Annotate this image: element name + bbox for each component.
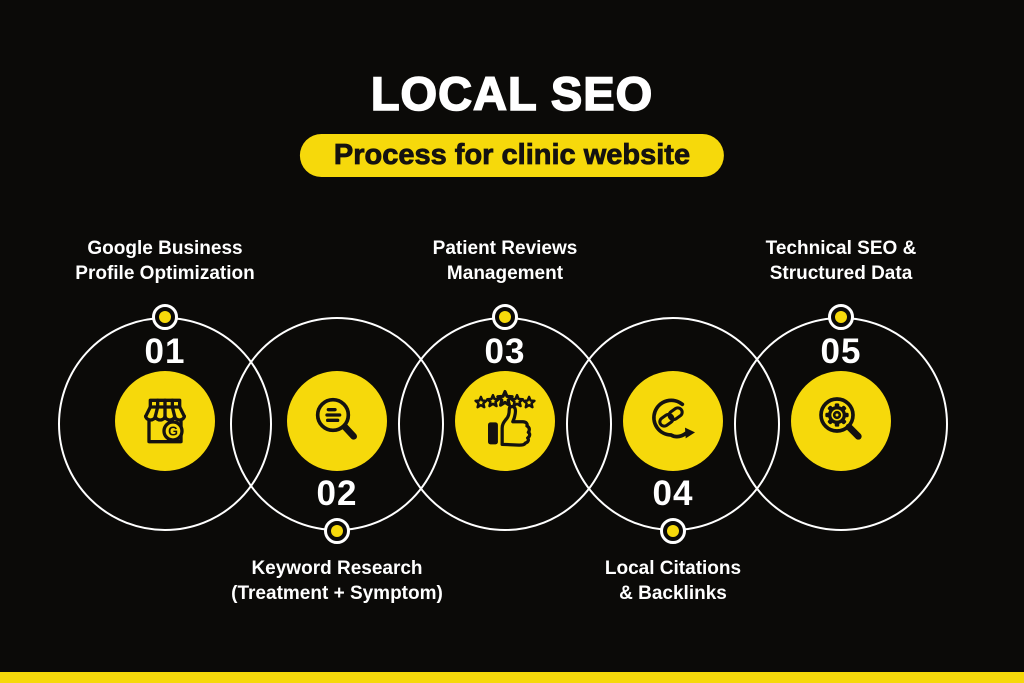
step-icon-badge: G [115, 371, 215, 471]
step-label: Patient Reviews Management [365, 236, 645, 286]
step-label-line: Profile Optimization [75, 263, 255, 284]
step-label: Google Business Profile Optimization [25, 236, 305, 286]
step-number: 02 [316, 474, 358, 513]
step-label-line: Keyword Research [251, 558, 423, 579]
step-label-line: (Treatment + Symptom) [231, 583, 443, 604]
step-label: Local Citations & Backlinks [533, 556, 813, 606]
subtitle-pill: Process for clinic website [299, 134, 725, 177]
step-icon-badge [455, 371, 555, 471]
step-number: 01 [144, 332, 186, 371]
connector-dot [828, 304, 854, 330]
gear-magnifier-technical-seo-icon [809, 389, 873, 453]
connector-dot [492, 304, 518, 330]
step-label-line: Management [446, 263, 564, 284]
step-label-line: & Backlinks [619, 583, 727, 604]
step-number: 05 [820, 332, 862, 371]
connector-dot [660, 518, 686, 544]
step-label-line: Local Citations [604, 558, 742, 579]
step-label: Technical SEO & Structured Data [701, 236, 981, 286]
step-icon-badge [623, 371, 723, 471]
google-business-storefront-icon: G [133, 389, 197, 453]
step-label-line: Google Business [87, 238, 243, 259]
step-label-line: Patient Reviews [432, 238, 578, 259]
step-number: 03 [484, 332, 526, 371]
step-number: 04 [652, 474, 694, 513]
thumbs-up-stars-reviews-icon [471, 387, 539, 455]
step-label: Keyword Research (Treatment + Symptom) [197, 556, 477, 606]
svg-text:G: G [168, 425, 178, 439]
step-label-line: Structured Data [769, 263, 913, 284]
backlink-loop-chain-icon [641, 389, 705, 453]
step-label-line: Technical SEO & [765, 238, 917, 259]
step-icon-badge [287, 371, 387, 471]
accent-bottom-bar [0, 672, 1024, 683]
step-icon-badge [791, 371, 891, 471]
keyword-research-magnifier-icon [305, 389, 369, 453]
connector-dot [152, 304, 178, 330]
page-title: LOCAL SEO [370, 66, 654, 121]
connector-dot [324, 518, 350, 544]
